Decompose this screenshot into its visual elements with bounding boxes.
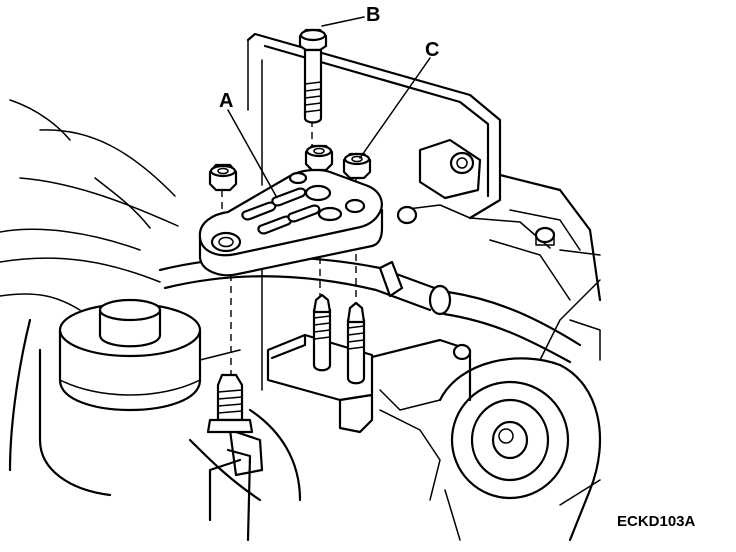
engine-background (0, 32, 602, 542)
mount-bracket-a (198, 168, 384, 277)
callout-b-label: B (366, 4, 381, 26)
nut-c (342, 152, 372, 180)
stud-lower-left (206, 373, 254, 434)
bolt-b (298, 28, 328, 124)
leader-lines (227, 16, 431, 197)
stud-rear (346, 301, 366, 385)
callout-c-label: C (425, 39, 440, 61)
nut-left (208, 163, 238, 192)
nut-b (304, 144, 334, 172)
figure-code: ECKD103A (617, 513, 696, 530)
callout-a-label: A (219, 90, 234, 112)
stud-front (312, 293, 332, 372)
